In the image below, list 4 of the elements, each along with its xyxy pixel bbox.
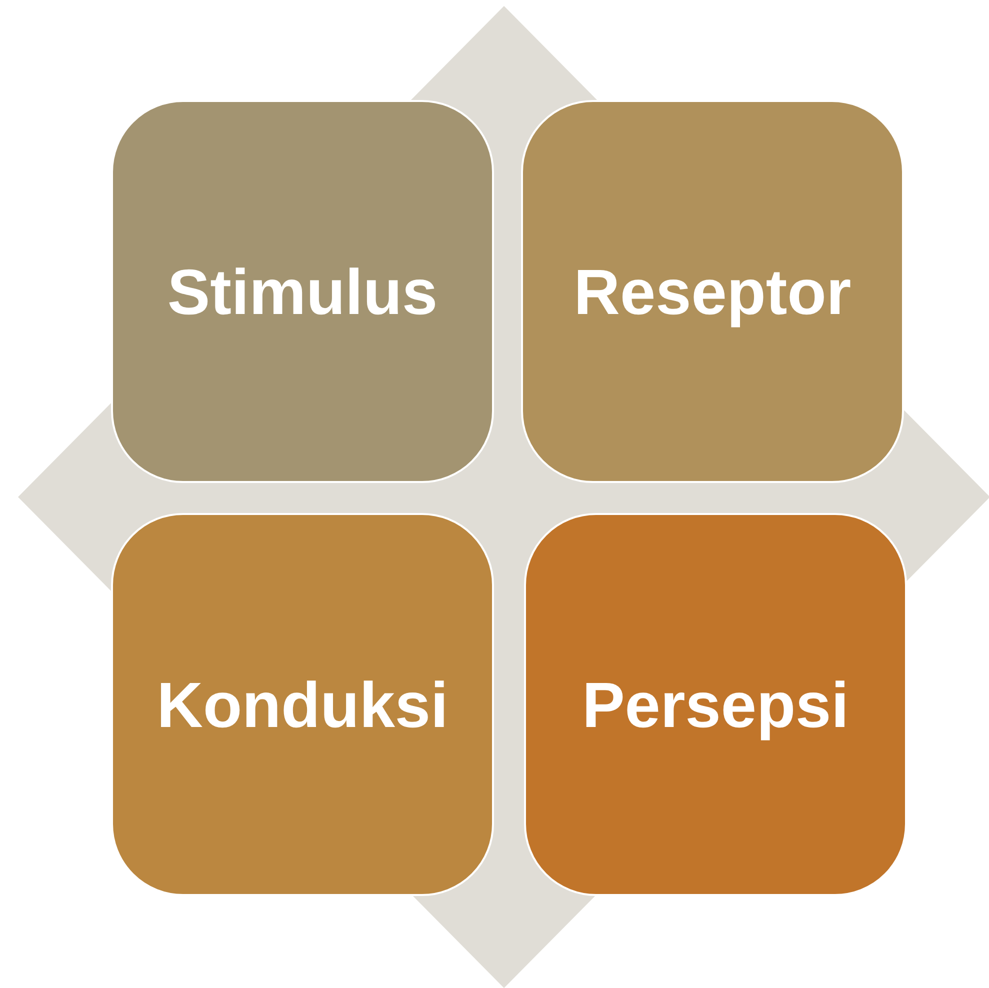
- node-label: Konduksi: [156, 668, 448, 742]
- node-label: Reseptor: [574, 254, 852, 328]
- node-label: Stimulus: [167, 254, 438, 328]
- node-label: Persepsi: [582, 668, 849, 742]
